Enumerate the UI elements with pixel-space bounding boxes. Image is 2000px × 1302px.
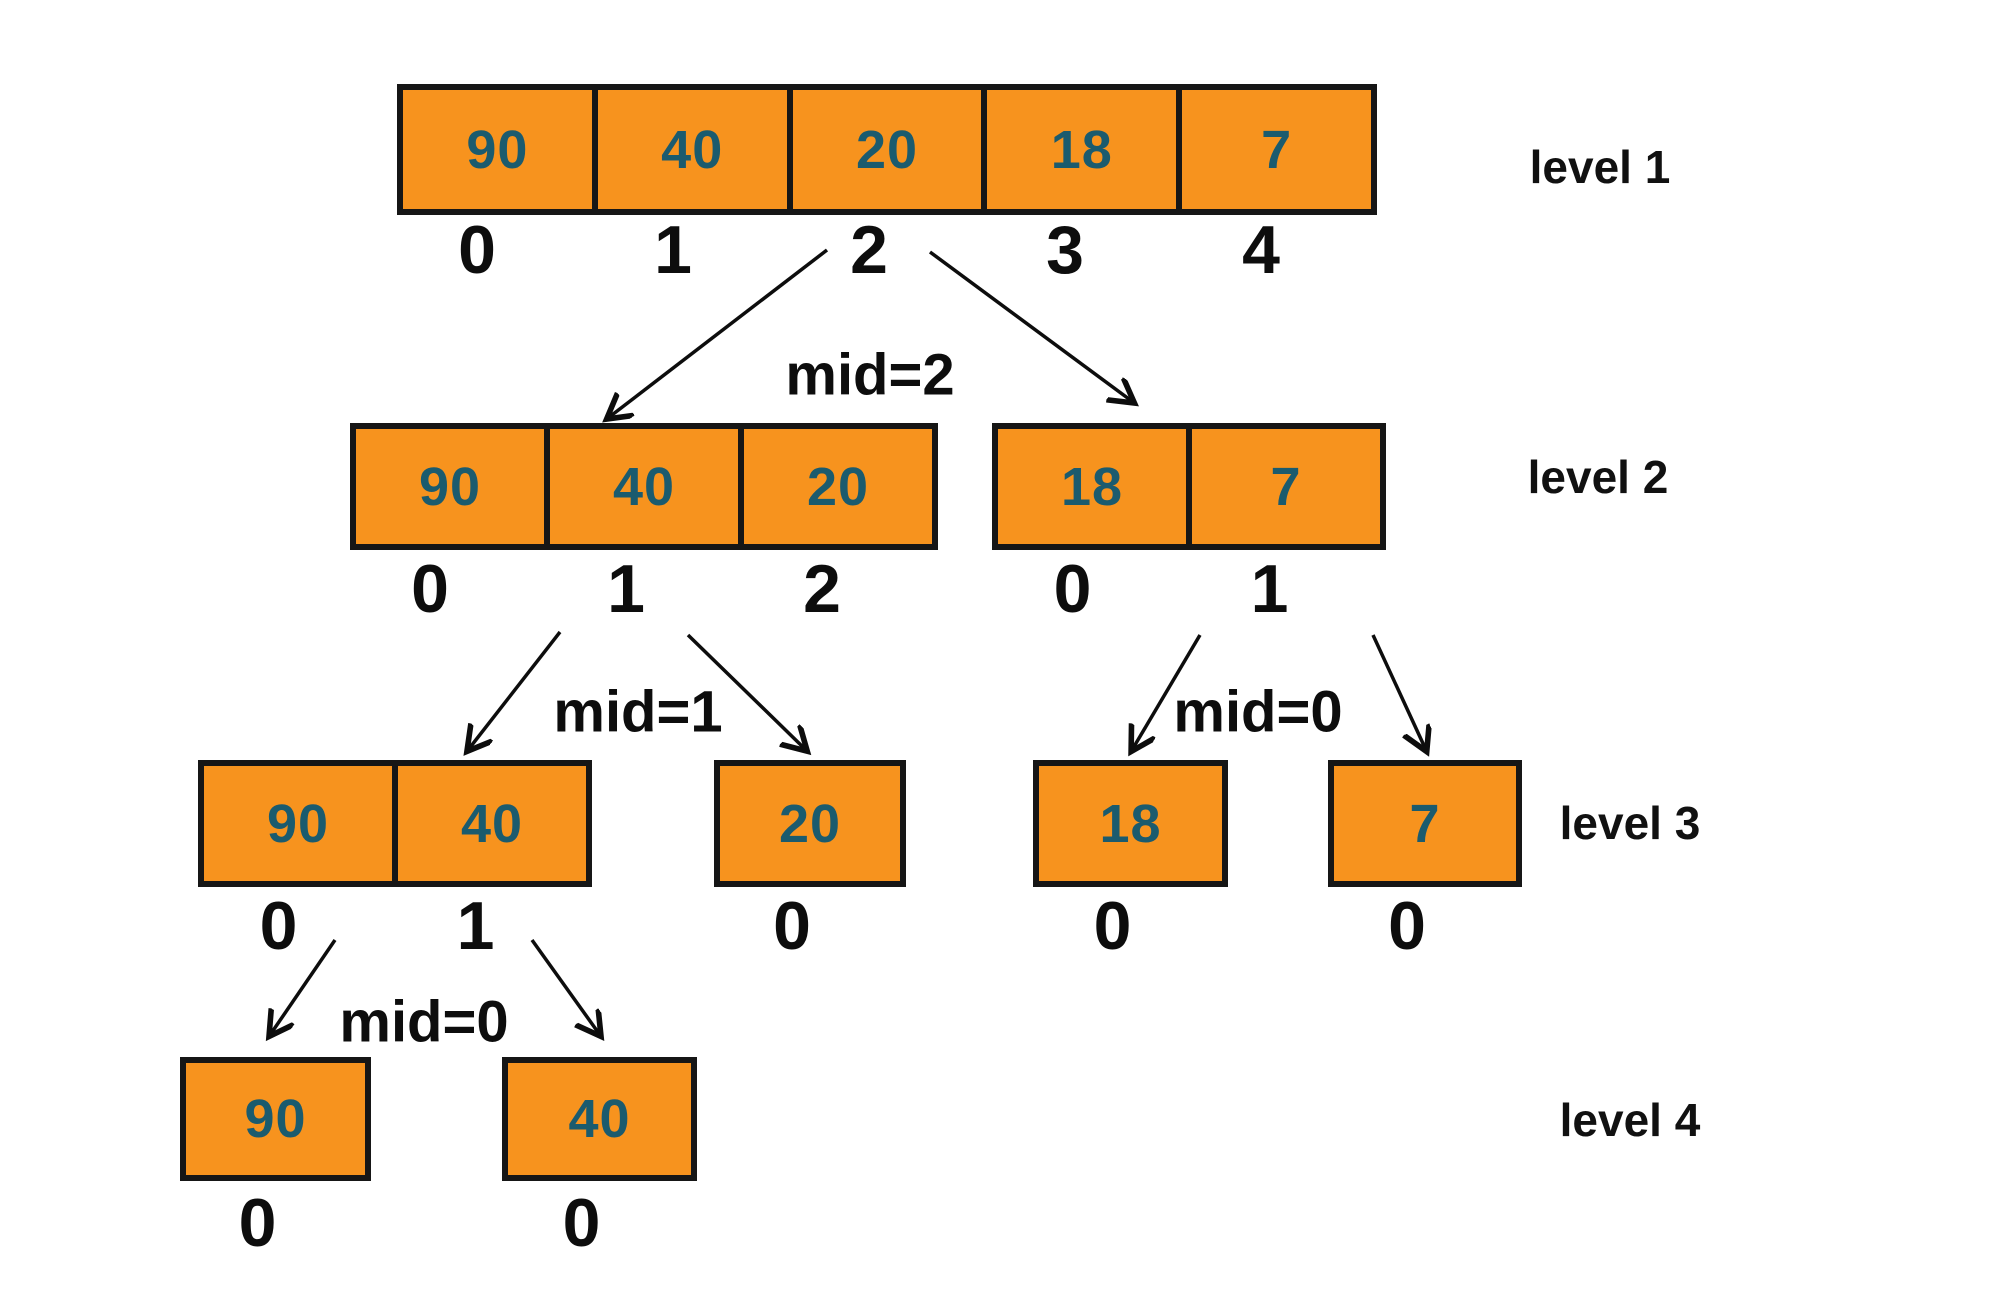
cell-index: 0 <box>1093 888 1132 964</box>
mid-label-1: mid=1 <box>553 679 723 745</box>
array-level3-d: 7 <box>1328 760 1522 887</box>
index-row-level3-c: 0 <box>1033 892 1228 960</box>
index-row-level3-d: 0 <box>1328 892 1522 960</box>
cell-value: 20 <box>778 793 842 854</box>
array-cell: 40 <box>392 760 592 887</box>
index-row-level2-left: 0 1 2 <box>350 555 938 623</box>
array-level1: 90 40 20 18 7 <box>397 84 1377 215</box>
level1-label: level 1 <box>1529 141 1671 193</box>
mid-label-0-bottom: mid=0 <box>339 989 509 1055</box>
array-cell: 20 <box>738 423 938 550</box>
cell-index: 0 <box>1053 551 1092 627</box>
array-level2-right: 18 7 <box>992 423 1386 550</box>
mid-label-2: mid=2 <box>785 342 955 408</box>
cell-index: 1 <box>607 551 645 627</box>
cell-value: 18 <box>1060 456 1124 517</box>
array-cell: 90 <box>198 760 398 887</box>
cell-index: 0 <box>562 1185 601 1261</box>
level4-label: level 4 <box>1559 1094 1701 1146</box>
level2-label: level 2 <box>1527 451 1669 503</box>
index-row-level2-right: 0 1 <box>992 555 1386 623</box>
array-cell: 40 <box>502 1057 697 1181</box>
cell-value: 90 <box>418 456 482 517</box>
cell-index: 0 <box>259 888 298 964</box>
split-arrow <box>1371 634 1426 750</box>
cell-value: 40 <box>568 1089 631 1149</box>
cell-index: 4 <box>1242 212 1280 288</box>
array-cell: 20 <box>714 760 906 887</box>
cell-index: 0 <box>773 888 811 964</box>
cell-value: 18 <box>1099 793 1162 854</box>
index-row-level3-b: 0 <box>714 892 906 960</box>
array-cell: 20 <box>786 84 988 215</box>
cell-value: 90 <box>266 793 330 854</box>
cell-value: 20 <box>806 456 870 517</box>
cell-index: 1 <box>1250 551 1289 627</box>
level3-label: level 3 <box>1559 797 1701 849</box>
cell-value: 7 <box>1270 456 1302 517</box>
cell-value: 7 <box>1261 119 1293 180</box>
array-level4-a: 90 <box>180 1057 371 1181</box>
array-cell: 7 <box>1328 760 1522 887</box>
array-cell: 90 <box>350 423 550 550</box>
cell-index: 2 <box>803 551 841 627</box>
array-cell: 7 <box>1176 84 1377 215</box>
array-cell: 90 <box>397 84 598 215</box>
cell-index: 1 <box>654 212 692 288</box>
array-cell: 18 <box>992 423 1192 550</box>
cell-index: 0 <box>458 212 496 288</box>
array-cell: 90 <box>180 1057 371 1181</box>
array-level2-left: 90 40 20 <box>350 423 938 550</box>
cell-index: 2 <box>850 212 888 288</box>
cell-index: 3 <box>1046 212 1084 288</box>
split-arrow <box>468 630 562 750</box>
cell-index: 0 <box>238 1185 277 1261</box>
array-cell: 18 <box>1033 760 1228 887</box>
cell-index: 0 <box>1388 888 1426 964</box>
array-cell: 18 <box>981 84 1183 215</box>
mid-label-0-right: mid=0 <box>1173 679 1343 745</box>
array-level3-b: 20 <box>714 760 906 887</box>
index-row-level3-a: 0 1 <box>198 892 592 960</box>
array-level4-b: 40 <box>502 1057 697 1181</box>
cell-index: 1 <box>456 888 495 964</box>
cell-value: 18 <box>1050 119 1113 180</box>
array-cell: 40 <box>544 423 744 550</box>
cell-value: 40 <box>460 793 524 854</box>
index-row-level4-a: 0 <box>180 1189 371 1257</box>
cell-value: 40 <box>612 456 676 517</box>
cell-value: 7 <box>1409 793 1441 854</box>
index-row-level1: 0 1 2 3 4 <box>397 216 1377 284</box>
array-level3-c: 18 <box>1033 760 1228 887</box>
cell-value: 20 <box>855 119 919 180</box>
cell-index: 0 <box>411 551 449 627</box>
array-cell: 40 <box>591 84 793 215</box>
array-cell: 7 <box>1186 423 1386 550</box>
cell-value: 90 <box>466 119 529 180</box>
cell-value: 40 <box>661 119 724 180</box>
index-row-level4-b: 0 <box>502 1189 697 1257</box>
cell-value: 90 <box>244 1089 307 1149</box>
array-level3-a: 90 40 <box>198 760 592 887</box>
